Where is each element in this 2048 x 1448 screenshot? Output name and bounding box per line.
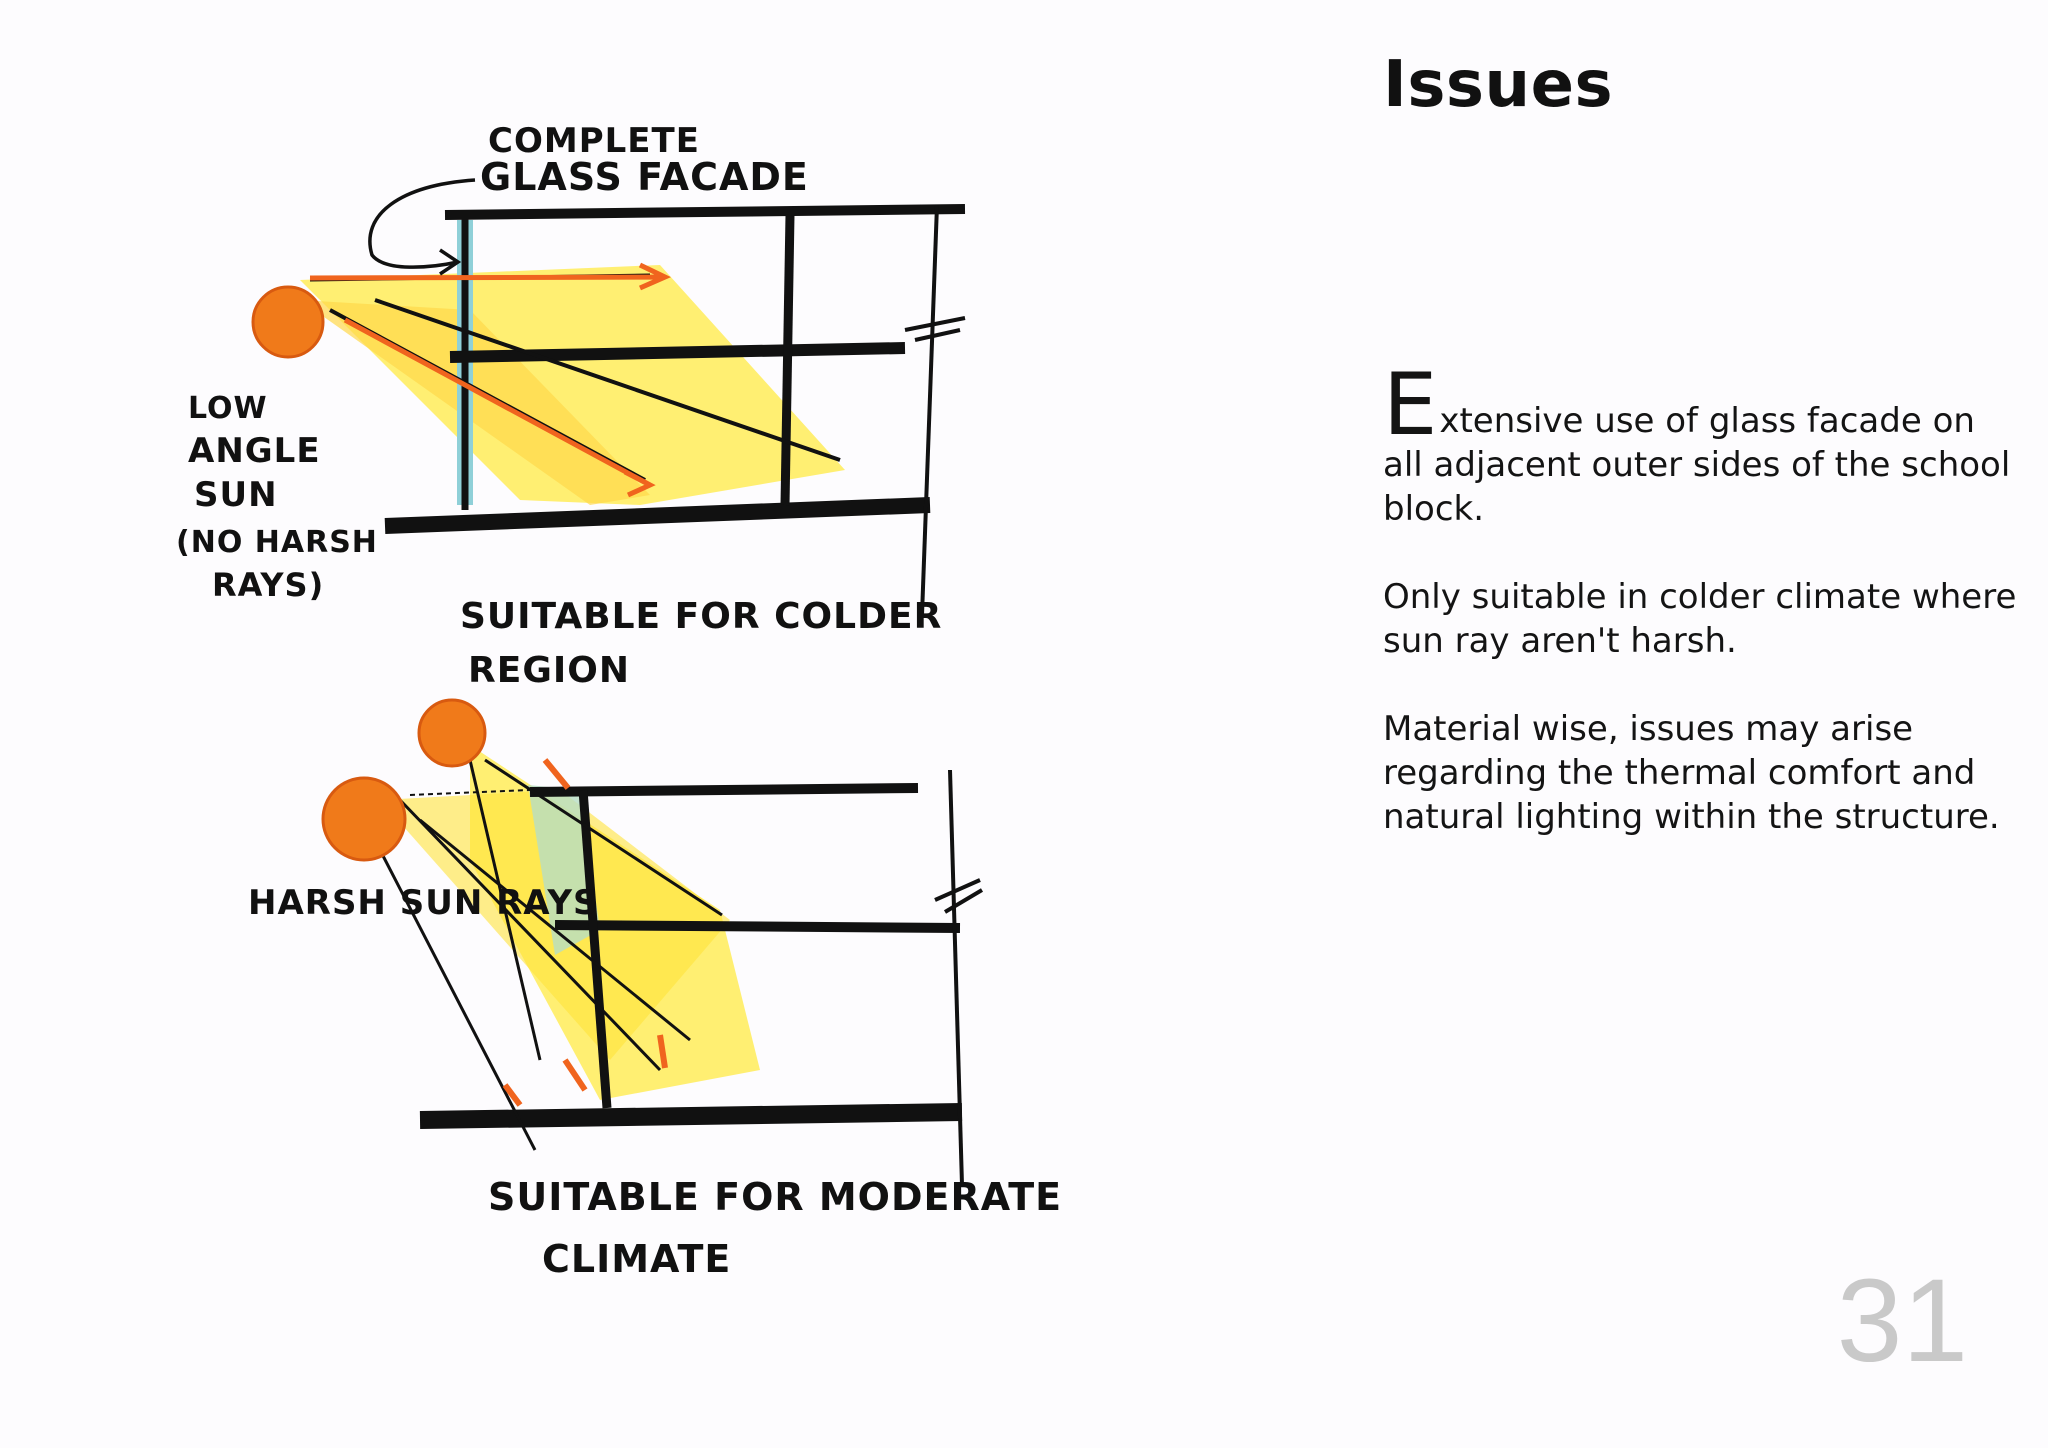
- bottom-sun-low-icon: [321, 776, 407, 862]
- top-ray-arrow-1: [309, 262, 671, 291]
- bottom-ray-arrow-2: [657, 1034, 668, 1069]
- paragraph-climate: Only suitable in colder climate where su…: [1383, 577, 2017, 661]
- label-harsh-sun-rays: HARSH SUN RAYS: [248, 883, 598, 923]
- top-sketch: COMPLETE GLASS FACADE LOW ANGLE SUN (NO …: [176, 121, 966, 691]
- bottom-ray-line-5: [378, 849, 537, 1151]
- bottom-column-right: [948, 769, 964, 1186]
- bottom-column-glass: [578, 789, 612, 1109]
- label-no-harsh: (NO HARSH: [176, 525, 378, 560]
- label-region: REGION: [468, 650, 630, 691]
- label-rays: RAYS): [212, 566, 324, 604]
- top-slab-3: [384, 497, 931, 534]
- label-suitable-colder: SUITABLE FOR COLDER: [460, 596, 942, 637]
- top-slab-1: [444, 204, 966, 220]
- bottom-ray-arrow-3: [562, 1058, 588, 1092]
- bottom-ray-dashed: [409, 789, 531, 796]
- label-glass-facade: GLASS FACADE: [480, 155, 809, 199]
- top-column-mid: [780, 214, 795, 506]
- bottom-ray-line-3: [398, 798, 662, 1072]
- callout-arrow-icon: [368, 178, 476, 269]
- top-ray-arrow-2: [343, 317, 656, 498]
- top-slab-2: [449, 342, 906, 363]
- label-low: LOW: [188, 391, 268, 426]
- paragraph-glass-facade: Extensive use of glass facade on all adj…: [1383, 355, 2023, 531]
- issues-body: Extensive use of glass facade on all adj…: [1383, 355, 2023, 883]
- label-complete: COMPLETE: [488, 121, 700, 161]
- bottom-sketch: HARSH SUN RAYS SUITABLE FOR MODERATE CLI…: [248, 698, 1062, 1281]
- drop-cap: E: [1383, 355, 1438, 455]
- top-sun-icon: [251, 285, 325, 359]
- callout-arrowhead-icon: [439, 248, 462, 276]
- paragraph-material: Material wise, issues may arise regardin…: [1383, 709, 2000, 837]
- bottom-ray-arrow-1: [542, 758, 571, 790]
- bottom-sun-high-icon: [417, 698, 487, 768]
- bottom-break-mark: [934, 878, 984, 914]
- bottom-ray-arrow-4: [502, 1083, 523, 1107]
- bottom-slab-1: [529, 783, 919, 797]
- paragraph-1-text: xtensive use of glass facade on all adja…: [1383, 401, 2011, 529]
- top-break-mark: [904, 316, 966, 342]
- page-title: Issues: [1383, 48, 1614, 122]
- bottom-slab-3: [419, 1103, 963, 1129]
- top-column-right: [920, 204, 939, 616]
- bottom-slab-2: [554, 920, 961, 933]
- page-number: 31: [1836, 1255, 1968, 1387]
- top-ray-line-3: [374, 298, 841, 462]
- bottom-ray-line-1: [484, 758, 723, 917]
- bottom-ray-line-4: [419, 818, 691, 1042]
- label-sun: SUN: [194, 475, 278, 515]
- top-ray-area-2: [300, 300, 650, 505]
- section-sketch: COMPLETE GLASS FACADE LOW ANGLE SUN (NO …: [176, 121, 1062, 1281]
- label-suitable-moderate: SUITABLE FOR MODERATE: [488, 1175, 1062, 1219]
- label-angle: ANGLE: [188, 431, 321, 471]
- label-climate: CLIMATE: [542, 1237, 731, 1281]
